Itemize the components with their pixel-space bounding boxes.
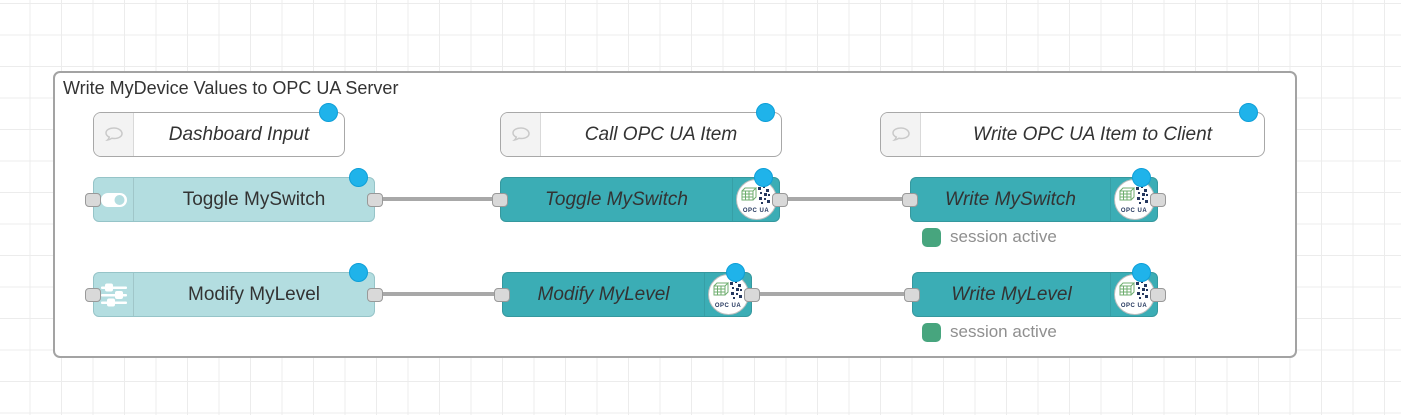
changed-indicator-dot xyxy=(726,263,745,282)
wire[interactable] xyxy=(375,197,502,201)
input-port[interactable] xyxy=(494,287,510,302)
output-port[interactable] xyxy=(772,192,788,207)
wire[interactable] xyxy=(780,197,912,201)
comment-node-call-opcua-item[interactable]: Call OPC UA Item xyxy=(500,103,782,157)
comment-label: Dashboard Input xyxy=(168,123,310,145)
opcua-logo-icon: OPC UA xyxy=(732,178,779,221)
node-label: Write MySwitch xyxy=(945,188,1076,210)
status-square xyxy=(922,322,941,342)
node-label: Write MyLevel xyxy=(951,283,1072,305)
comment-bubble-icon xyxy=(94,113,134,156)
node-ui-toggle-myswitch[interactable]: Toggle MySwitch xyxy=(85,168,383,222)
opcua-logo-text: OPC UA xyxy=(742,208,770,214)
sliders-icon xyxy=(94,273,134,316)
node-label: Modify MyLevel xyxy=(188,283,320,305)
changed-indicator-dot xyxy=(754,168,773,187)
node-call-modify-mylevel[interactable]: Modify MyLevel OPC UA xyxy=(494,263,760,317)
status-text: session active xyxy=(950,322,1057,341)
input-port[interactable] xyxy=(902,192,918,207)
opcua-logo-text: OPC UA xyxy=(1120,208,1148,214)
node-label: Toggle MySwitch xyxy=(182,188,326,210)
opcua-logo-icon: OPC UA xyxy=(704,273,751,316)
input-port[interactable] xyxy=(85,287,101,302)
input-port[interactable] xyxy=(492,192,508,207)
node-status: session active xyxy=(922,322,1057,342)
comment-label: Call OPC UA Item xyxy=(584,123,738,145)
changed-indicator-dot xyxy=(756,103,775,122)
comment-label: Write OPC UA Item to Client xyxy=(973,123,1212,145)
comment-node-write-opcua-item[interactable]: Write OPC UA Item to Client xyxy=(880,103,1265,157)
node-label: Toggle MySwitch xyxy=(545,188,688,210)
toggle-switch-icon xyxy=(94,178,134,221)
comment-bubble-icon xyxy=(881,113,921,156)
changed-indicator-dot xyxy=(1239,103,1258,122)
opcua-logo-text: OPC UA xyxy=(1120,303,1148,309)
node-call-toggle-myswitch[interactable]: Toggle MySwitch OPC UA xyxy=(492,168,788,222)
node-label: Modify MyLevel xyxy=(537,283,670,305)
node-ui-modify-mylevel[interactable]: Modify MyLevel xyxy=(85,263,383,317)
group-label: Write MyDevice Values to OPC UA Server xyxy=(63,78,399,98)
input-port[interactable] xyxy=(85,192,101,207)
changed-indicator-dot xyxy=(1132,168,1151,187)
status-text: session active xyxy=(950,227,1057,246)
wire[interactable] xyxy=(752,292,914,296)
changed-indicator-dot xyxy=(1132,263,1151,282)
output-port[interactable] xyxy=(1150,287,1166,302)
comment-node-dashboard-input[interactable]: Dashboard Input xyxy=(93,103,345,157)
opcua-logo-text: OPC UA xyxy=(714,303,742,309)
output-port[interactable] xyxy=(367,192,383,207)
changed-indicator-dot xyxy=(349,168,368,187)
opcua-logo-icon: OPC UA xyxy=(1110,178,1157,221)
wire[interactable] xyxy=(375,292,504,296)
status-square xyxy=(922,227,941,247)
node-write-myswitch[interactable]: Write MySwitch OPC UA xyxy=(902,168,1166,222)
node-write-mylevel[interactable]: Write MyLevel OPC UA xyxy=(904,263,1166,317)
changed-indicator-dot xyxy=(319,103,338,122)
node-status: session active xyxy=(922,227,1057,247)
comment-bubble-icon xyxy=(501,113,541,156)
output-port[interactable] xyxy=(744,287,760,302)
output-port[interactable] xyxy=(1150,192,1166,207)
input-port[interactable] xyxy=(904,287,920,302)
output-port[interactable] xyxy=(367,287,383,302)
opcua-logo-icon: OPC UA xyxy=(1110,273,1157,316)
changed-indicator-dot xyxy=(349,263,368,282)
